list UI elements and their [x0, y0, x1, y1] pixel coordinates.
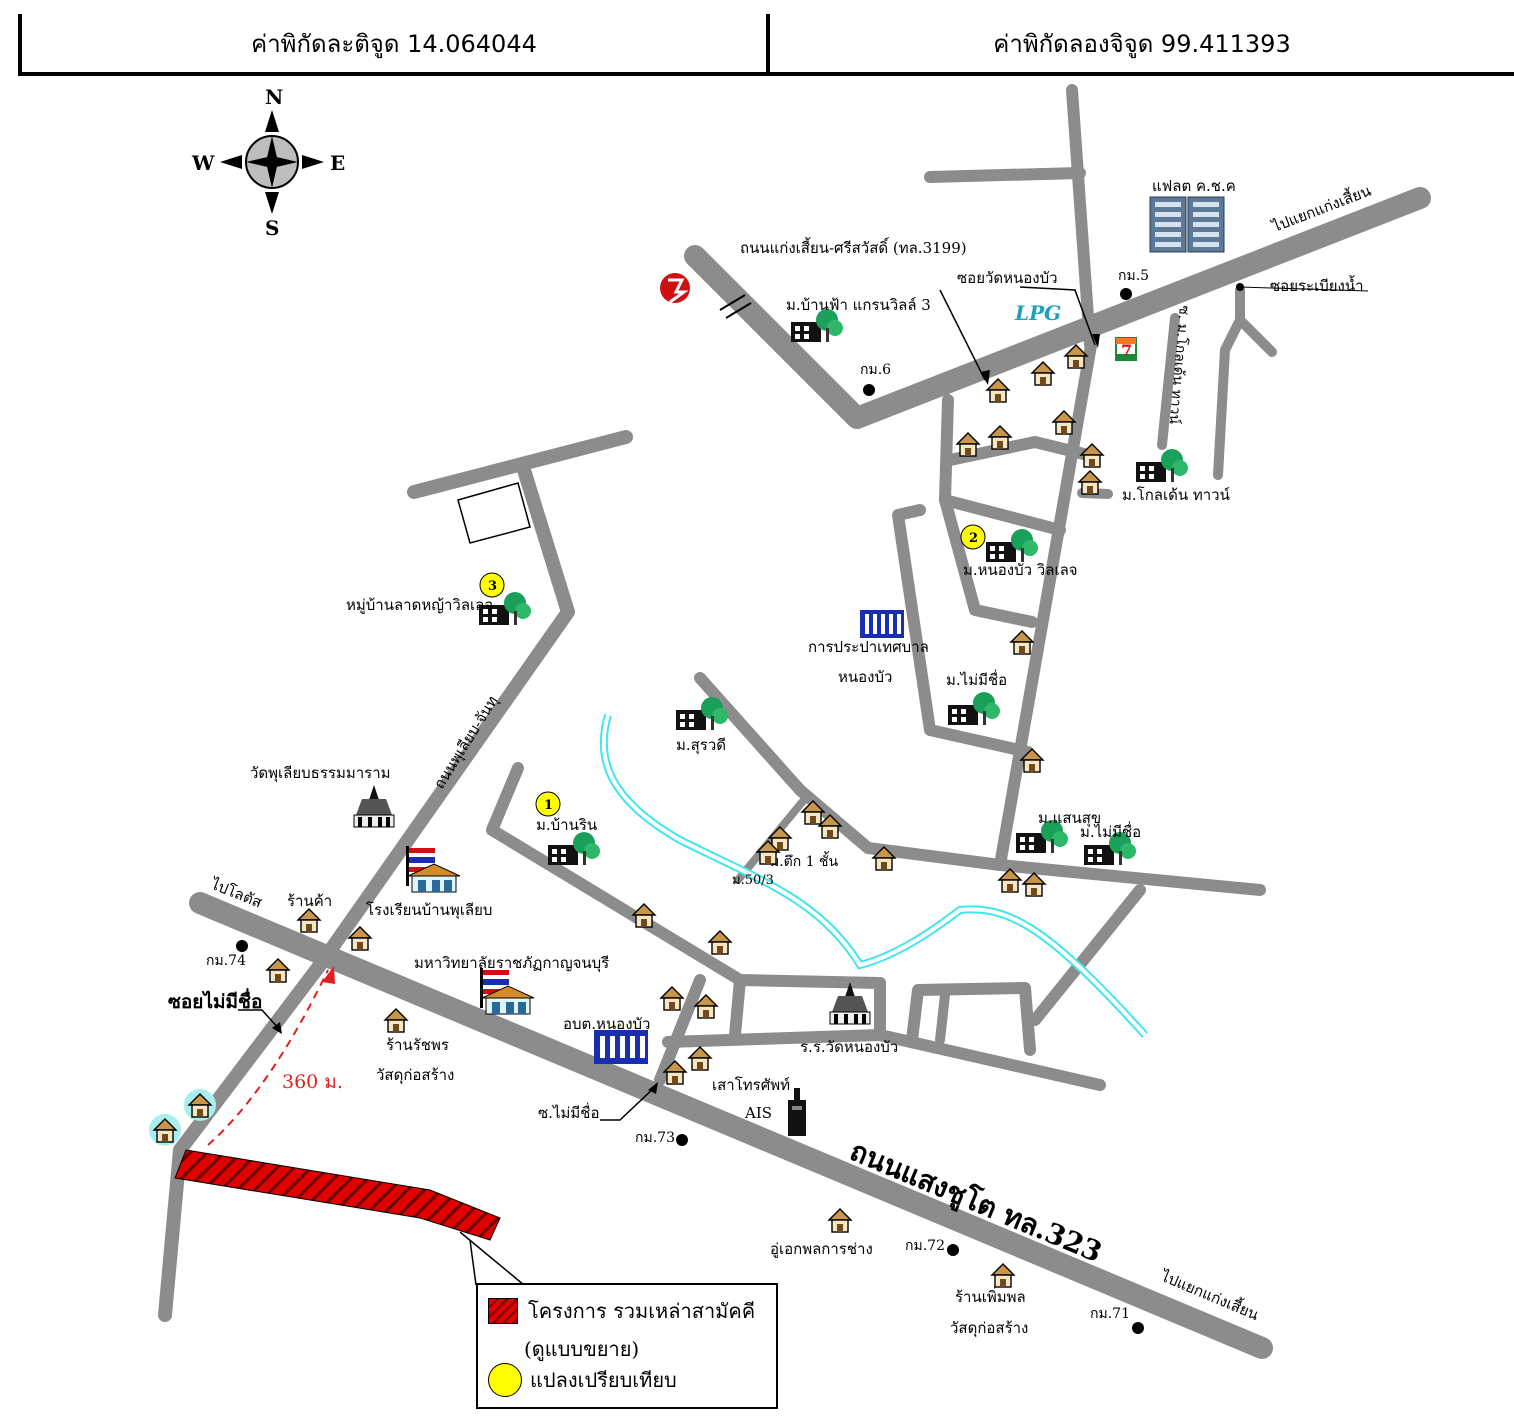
lpg-logo: LPG	[1014, 301, 1061, 325]
project-swatch-icon	[488, 1298, 518, 1324]
garage-label: อู่เอกพลการช่าง	[770, 1240, 873, 1258]
soi-bottom-label: ซ.ไม่มีชื่อ	[538, 1102, 599, 1122]
km72-label: กม.72	[905, 1238, 945, 1254]
ais-label: AIS	[744, 1104, 772, 1122]
road-3199	[684, 187, 1431, 429]
tuek-1-label: ม.ตึก 1 ชั้น	[770, 851, 839, 870]
mai-mi-chue-1-label: ม.ไม่มีชื่อ	[946, 669, 1007, 689]
village-icon	[548, 832, 600, 865]
ais-tower-icon	[788, 1088, 806, 1136]
km71-label: กม.71	[1090, 1306, 1130, 1322]
village-icon	[1136, 449, 1188, 482]
km74-label: กม.74	[206, 953, 246, 969]
km6-label: กม.6	[860, 362, 891, 378]
compass-rose: N S E W	[191, 85, 345, 240]
comparison-plot-markers: 1 2 3	[479, 524, 986, 817]
saen-suk-label: ม.แสนสุข	[1038, 809, 1101, 828]
legend-project-note-row: (ดูแบบขยาย)	[524, 1333, 639, 1365]
shop-phoemphon-label-2: วัสดุก่อสร้าง	[950, 1319, 1028, 1338]
ais-tower-label: เสาโทรศัพท์	[712, 1076, 790, 1094]
university-label: มหาวิทยาลัยราชภัฏกาญจนบุรี	[414, 954, 609, 973]
temple-icon	[353, 784, 395, 828]
surawadee-label: ม.สุรวดี	[676, 736, 726, 755]
village-icon	[676, 697, 728, 730]
soi-wat-nongbua-label: ซอยวัดหนองบัว	[957, 269, 1058, 287]
school-phuthian-label: โรงเรียนบ้านพุเลียบ	[366, 901, 492, 920]
shop-rajaporn-label-1: ร้านรัชพร	[386, 1036, 449, 1054]
plot-1-label: 1	[544, 798, 553, 813]
soi-left-label: ซอยไม่มีชื่อ	[168, 988, 262, 1013]
coordinate-header: ค่าพิกัดละติจูด 14.064044 ค่าพิกัดลองจิจ…	[18, 14, 1514, 76]
lat-ya-village-label: หมู่บ้านลาดหญ้าวิลเลจ	[346, 596, 493, 614]
flat-label: แฟลต ค.ช.ค	[1152, 177, 1236, 195]
legend-project-row: โครงการ รวมเหล่าสามัคคี	[488, 1295, 755, 1327]
mai-mi-chue-2-label: ม.ไม่มีชื่อ	[1080, 821, 1141, 841]
nongbua-village-label: ม.หนองบัว วิลเลจ	[963, 561, 1078, 579]
plot-2-label: 2	[969, 531, 978, 546]
legend-project-label: โครงการ รวมเหล่าสามัคคี	[528, 1299, 756, 1323]
water-office-label-1: การประปาเทศบาล	[808, 638, 929, 656]
phuthian-road-label: ถนนพุเลียบ-จันทุ	[430, 693, 502, 793]
seven-label: 7	[1121, 341, 1132, 360]
village-icon	[986, 529, 1038, 562]
shop-rajaporn-label-2: วัสดุก่อสร้าง	[376, 1066, 454, 1085]
compass-s: S	[265, 216, 279, 240]
legend-comparison-row: แปลงเปรียบเทียบ	[488, 1363, 677, 1397]
house-cluster-icon	[149, 1089, 216, 1146]
road-network	[158, 84, 1431, 1359]
compass-e: E	[330, 151, 345, 175]
km5-label: กม.5	[1118, 268, 1149, 284]
empty-plot-square	[457, 482, 531, 544]
road-break-mark	[719, 294, 752, 319]
compass-w: W	[191, 151, 215, 175]
km-markers: กม.5 กม.6 กม.71 กม.72 กม.73 กม.74	[206, 268, 1149, 1334]
baan-fa-label: ม.บ้านฟ้า แกรนวิลล์ 3	[786, 296, 931, 314]
gas-station-logo-icon	[660, 273, 690, 304]
longitude-cell: ค่าพิกัดลองจิจูด 99.411393	[993, 29, 1291, 58]
wat-phuthian-label: วัดพุเลียบธรรมมาราม	[250, 764, 391, 783]
highway-323	[189, 892, 1273, 1359]
seven-eleven-icon: 7	[1115, 337, 1137, 361]
legend-comparison-label: แปลงเปรียบเทียบ	[530, 1368, 677, 1392]
village-icon	[948, 692, 1000, 725]
distance-line	[207, 969, 329, 1146]
baan-rin-label: ม.บ้านริน	[536, 816, 597, 834]
m50-3-label: ม.50/3	[732, 873, 774, 888]
shop-left-label: ร้านค้า	[287, 892, 332, 910]
distance-label: 360 ม.	[282, 1071, 343, 1093]
water-office-icon	[860, 610, 904, 638]
soi-rabiang-nam-label: ซอยระเบียงน้ำ	[1270, 275, 1364, 295]
golden-town-label: ม.โกลเด้น ทาวน์	[1122, 486, 1230, 504]
school-wat-label: ร.ร.วัดหนองบัว	[800, 1038, 898, 1056]
upper-road-label: ถนนแก่งเสี้ยน-ศรีสวัสดิ์ (ทล.3199)	[740, 237, 967, 257]
flat-building-icon	[1149, 196, 1225, 253]
obt-label: อบต.หนองบัว	[563, 1015, 650, 1033]
water-office-label-2: หนองบัว	[838, 668, 892, 686]
latitude-cell: ค่าพิกัดละติจูด 14.064044	[18, 14, 770, 72]
km73-label: กม.73	[635, 1130, 675, 1146]
comparison-swatch-icon	[488, 1363, 522, 1397]
legend-project-note: (ดูแบบขยาย)	[524, 1337, 640, 1361]
project-plot	[174, 1149, 501, 1241]
shop-phoemphon-label-1: ร้านเพิ่มพล	[955, 1286, 1026, 1306]
obt-building-icon	[594, 1030, 648, 1064]
compass-n: N	[265, 85, 283, 109]
university-icon	[479, 967, 535, 1015]
school-icon	[405, 845, 461, 893]
plot-3-label: 3	[488, 579, 497, 594]
map-legend: โครงการ รวมเหล่าสามัคคี (ดูแบบขยาย) แปลง…	[476, 1283, 778, 1409]
